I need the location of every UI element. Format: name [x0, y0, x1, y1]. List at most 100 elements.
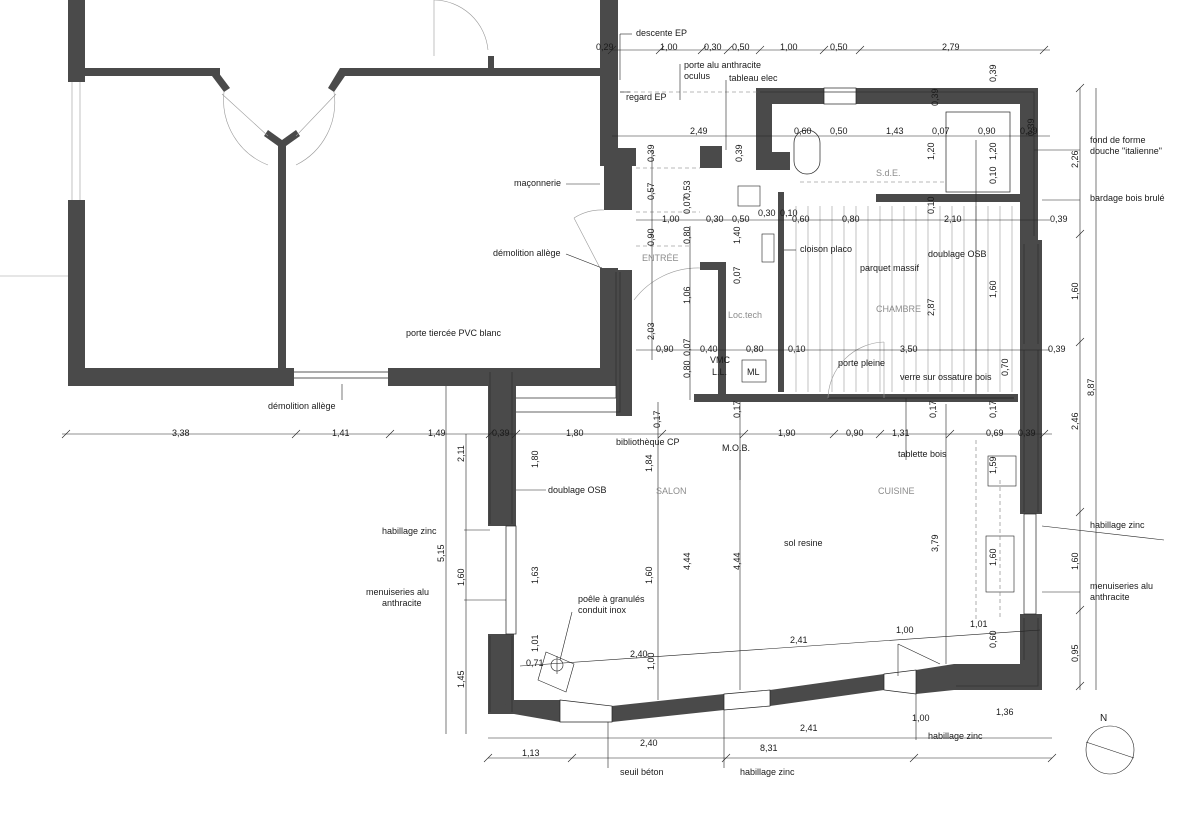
dim-v: 1,84 — [644, 454, 654, 472]
dim-row3: 0,50 — [732, 214, 750, 224]
dim-bot: 2,41 — [800, 723, 818, 733]
dim-v: 0,57 — [646, 182, 656, 200]
dim-v: 1,63 — [530, 566, 540, 584]
dimension-texts-horizontal: 0,29 1,00 0,30 0,50 1,00 0,50 2,79 2,49 … — [172, 42, 1068, 758]
label-seuil: seuil béton — [620, 767, 664, 777]
dim-v: 0,39 — [988, 64, 998, 82]
dim-main: 0,90 — [846, 428, 864, 438]
label-mob: M.O.B. — [722, 443, 750, 453]
label-porte-pleine: porte pleine — [838, 358, 885, 368]
dim-right: 2,26 — [1070, 150, 1080, 168]
dim-right: 0,95 — [1070, 644, 1080, 662]
dim-v: 0,70 — [1000, 358, 1010, 376]
label-demolition-allege-2: démolition allège — [268, 401, 336, 411]
label-oculus: oculus — [684, 71, 711, 81]
label-doublage-osb-2: doublage OSB — [548, 485, 607, 495]
dim-v: 2,87 — [926, 298, 936, 316]
dim-row3: 2,10 — [944, 214, 962, 224]
dim-mid: 0,10 — [788, 344, 806, 354]
dim-row3: 0,30 — [758, 208, 776, 218]
label-porte-tiercee: porte tiercée PVC blanc — [406, 328, 502, 338]
existing-building-walls — [68, 0, 636, 386]
dim-main: 1,90 — [778, 428, 796, 438]
room-sde: S.d.E. — [876, 168, 901, 178]
existing-doors — [0, 0, 605, 379]
dim-inner-bot: 1,01 — [970, 619, 988, 629]
label-bardage: bardage bois brulé — [1090, 193, 1165, 203]
dim-v: 4,44 — [682, 552, 692, 570]
dim-bot: 2,40 — [640, 738, 658, 748]
dim-v: 0,71 — [526, 658, 544, 668]
dim-main: 1,49 — [428, 428, 446, 438]
dim-main: 0,39 — [1018, 428, 1036, 438]
label-tablette: tablette bois — [898, 449, 947, 459]
dim-main: 1,80 — [566, 428, 584, 438]
dim-v: 0,53 — [682, 180, 692, 198]
label-sol-resine: sol resine — [784, 538, 823, 548]
room-chambre: CHAMBRE — [876, 304, 921, 314]
dim-mid: 0,80 — [746, 344, 764, 354]
label-poele-2: conduit inox — [578, 605, 627, 615]
room-labels: S.d.E. ENTRÉE Loc.tech CHAMBRE SALON CUI… — [642, 168, 921, 496]
dim-v: 0,39 — [930, 88, 940, 106]
extension-walls — [488, 88, 1042, 722]
dim-inner-bot: 2,41 — [790, 635, 808, 645]
dim-v: 0,17 — [928, 400, 938, 418]
windows — [505, 87, 1037, 723]
label-cloison-placo: cloison placo — [800, 244, 852, 254]
label-descente-ep: descente EP — [636, 28, 687, 38]
label-habillage-zinc-right: habillage zinc — [1090, 520, 1145, 530]
dim-left: 1,45 — [456, 670, 466, 688]
label-menuiseries-right-1: menuiseries alu — [1090, 581, 1153, 591]
label-bibliotheque: bibliothèque CP — [616, 437, 680, 447]
dim-v: 0,80 — [682, 360, 692, 378]
dimension-texts-vertical: 2,26 1,60 2,46 1,60 0,95 8,87 2,11 1,60 … — [436, 64, 1096, 688]
dim-v: 0,10 — [926, 196, 936, 214]
dim-right: 2,46 — [1070, 412, 1080, 430]
dim-right: 1,60 — [1070, 552, 1080, 570]
dim-left: 2,11 — [456, 445, 466, 462]
label-doublage-osb-1: doublage OSB — [928, 249, 987, 259]
dim-mid: 0,39 — [1048, 344, 1066, 354]
dim-row2: 1,43 — [886, 126, 904, 136]
room-loc-tech: Loc.tech — [728, 310, 762, 320]
label-habillage-zinc-left: habillage zinc — [382, 526, 437, 536]
dim-v: 0,10 — [988, 166, 998, 184]
dim-bot: 1,13 — [522, 748, 540, 758]
dim-v: 1,40 — [732, 226, 742, 244]
dim-row3: 0,39 — [1050, 214, 1068, 224]
dim-v: 0,80 — [682, 226, 692, 244]
label-verre-ossature: verre sur ossature bois — [900, 372, 992, 382]
dim-top: 0,50 — [830, 42, 848, 52]
dim-v: 0,17 — [652, 410, 662, 428]
dim-row2: 0,39 — [1020, 126, 1038, 136]
label-porte-alu: porte alu anthracite — [684, 60, 761, 70]
dim-mid: 3,50 — [900, 344, 918, 354]
dim-top: 0,29 — [596, 42, 614, 52]
dim-v: 0,39 — [734, 144, 744, 162]
dim-main: 1,31 — [892, 428, 910, 438]
label-fond-forme-2: douche "italienne" — [1090, 146, 1162, 156]
north-arrow: N — [1085, 713, 1135, 775]
dimension-ticks — [61, 45, 1085, 763]
dim-v: 1,80 — [530, 450, 540, 468]
dim-v: 0,07 — [682, 196, 692, 214]
dim-row2: 0,50 — [830, 126, 848, 136]
dim-v: 1,20 — [988, 142, 998, 160]
dim-row2: 0,07 — [932, 126, 950, 136]
insulation-lines — [489, 91, 1039, 712]
label-ll: L.L. — [712, 367, 727, 377]
dim-v: 1,06 — [682, 286, 692, 304]
dim-top: 1,00 — [780, 42, 798, 52]
dim-right-total: 8,87 — [1086, 378, 1096, 396]
dim-v: 0,07 — [682, 338, 692, 356]
dim-inner-bot: 1,00 — [896, 625, 914, 635]
dim-v: 1,59 — [988, 456, 998, 474]
dim-v: 2,03 — [646, 322, 656, 340]
dim-v: 1,60 — [988, 280, 998, 298]
dim-row3: 0,60 — [792, 214, 810, 224]
label-fond-forme-1: fond de forme — [1090, 135, 1146, 145]
dim-main: 3,38 — [172, 428, 190, 438]
dim-bot: 1,00 — [912, 713, 930, 723]
